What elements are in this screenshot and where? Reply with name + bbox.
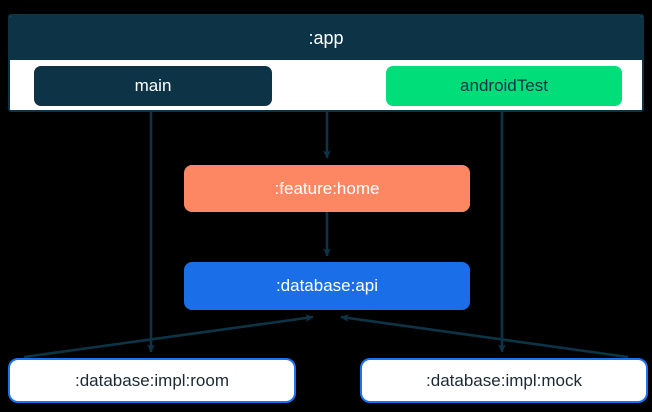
module-feature-home[interactable]: :feature:home — [184, 165, 470, 212]
cluster-app-body: main androidTest — [10, 60, 642, 110]
source-set-main[interactable]: main — [34, 66, 272, 106]
cluster-app[interactable]: :app main androidTest — [8, 14, 644, 112]
module-database-impl-mock[interactable]: :database:impl:mock — [360, 358, 648, 403]
edge-database-impl-room-to-database-api — [23, 314, 314, 359]
source-set-androidtest[interactable]: androidTest — [386, 66, 622, 106]
module-database-api[interactable]: :database:api — [184, 262, 470, 310]
edge-database-impl-mock-to-database-api — [340, 314, 629, 359]
cluster-app-label: :app — [10, 16, 642, 60]
module-database-impl-room[interactable]: :database:impl:room — [8, 358, 296, 403]
